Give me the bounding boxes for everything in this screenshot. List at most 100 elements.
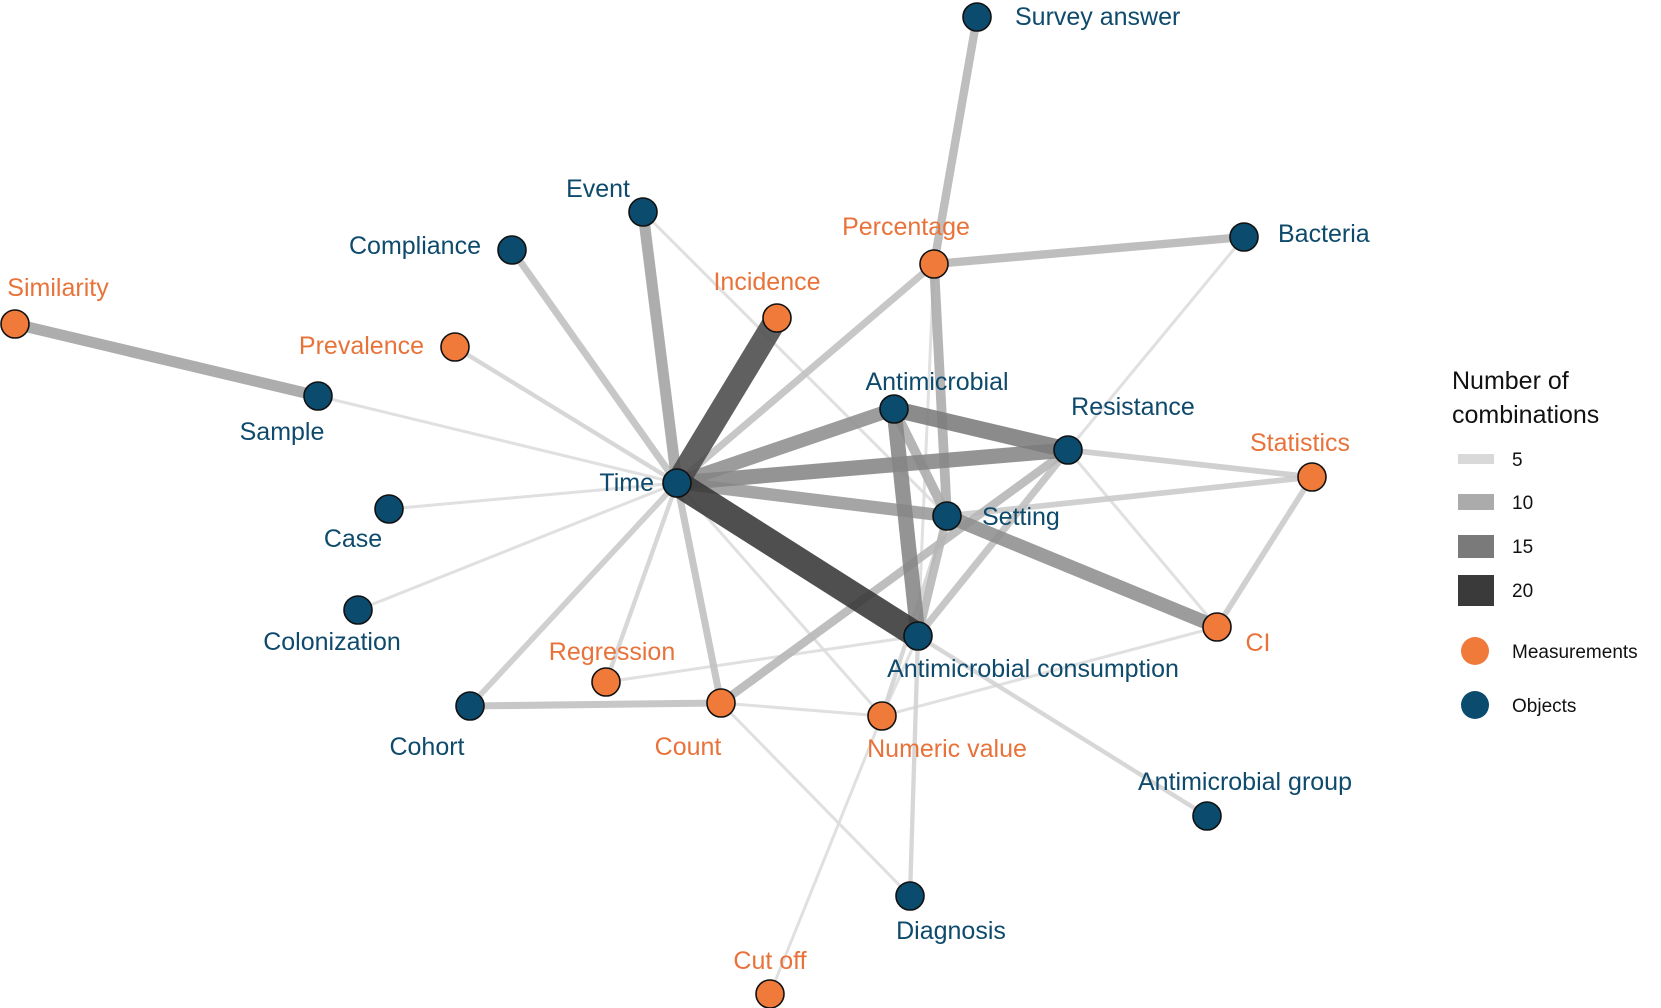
node-similarity — [0, 309, 30, 339]
edge-antimicrobial_consumption-diagnosis — [907, 635, 921, 897]
node-time — [662, 468, 692, 498]
legend-measurements-dot — [1461, 637, 1489, 665]
node-ci — [1202, 612, 1232, 642]
legend-objects-dot — [1461, 691, 1489, 719]
node-label-prevalence: Prevalence — [299, 332, 424, 360]
node-numeric_value — [867, 701, 897, 731]
edge-time-resistance — [676, 442, 1069, 491]
edge-time-count — [673, 482, 725, 704]
node-cut_off — [755, 979, 785, 1008]
legend-title-line1: Number of — [1452, 367, 1569, 395]
legend-measurements-label: Measurements — [1512, 642, 1638, 663]
node-regression — [591, 667, 621, 697]
node-label-compliance: Compliance — [349, 232, 481, 260]
legend-weight-swatch-20 — [1458, 575, 1494, 606]
edge-percentage-time — [674, 261, 937, 486]
node-antimicrobial_group — [1192, 801, 1222, 831]
edge-resistance-statistics — [1067, 447, 1313, 480]
edge-time-incidence — [667, 311, 787, 490]
edge-bacteria-resistance — [1066, 236, 1246, 451]
node-label-regression: Regression — [549, 638, 675, 666]
node-prevalence — [440, 332, 470, 362]
node-bacteria — [1229, 222, 1259, 252]
legend-weight-label-20: 20 — [1512, 581, 1533, 602]
node-label-colonization: Colonization — [263, 628, 401, 656]
edge-numeric_value-ci — [881, 625, 1218, 718]
node-event — [628, 197, 658, 227]
node-setting — [932, 501, 962, 531]
node-label-incidence: Incidence — [713, 268, 820, 296]
legend: Number of combinations 5 10 15 20 Measur… — [1452, 367, 1638, 719]
node-cohort — [455, 691, 485, 721]
edge-colonization-time — [357, 481, 678, 612]
edge-count-numeric_value — [720, 701, 883, 718]
edge-percentage-bacteria — [933, 232, 1245, 269]
edge-percentage-antimicrobial_consumption — [916, 263, 936, 637]
edge-count-diagnosis — [719, 701, 912, 898]
node-sample — [303, 381, 333, 411]
edge-resistance-count — [718, 446, 1071, 707]
node-label-event: Event — [566, 175, 630, 203]
edge-time-antimicrobial — [674, 402, 897, 490]
edge-setting-ci — [944, 509, 1220, 634]
node-label-bacteria: Bacteria — [1278, 220, 1370, 248]
node-label-diagnosis: Diagnosis — [896, 917, 1006, 945]
edge-antimicrobial-resistance — [892, 400, 1070, 459]
edge-setting-statistics — [946, 474, 1313, 519]
edge-statistics-ci — [1214, 475, 1315, 629]
nodes-layer — [0, 2, 1327, 1008]
edges-layer — [13, 16, 1315, 995]
edge-cohort-count — [469, 699, 722, 710]
node-diagnosis — [895, 881, 925, 911]
node-statistics — [1297, 462, 1327, 492]
legend-weight-swatch-15 — [1458, 535, 1494, 558]
node-label-antimicrobial_group: Antimicrobial group — [1138, 768, 1352, 796]
edge-prevalence-time — [453, 345, 679, 485]
legend-title-line2: combinations — [1452, 401, 1599, 429]
node-label-sample: Sample — [240, 418, 325, 446]
legend-weight-swatch-5 — [1458, 454, 1494, 464]
node-colonization — [343, 595, 373, 625]
node-antimicrobial — [879, 394, 909, 424]
edge-antimicrobial_consumption-antimicrobial_group — [916, 634, 1209, 818]
edge-time-antimicrobial_consumption — [670, 472, 925, 647]
edge-resistance-ci — [1066, 449, 1219, 628]
node-survey_answer — [962, 2, 992, 32]
legend-weight-label-5: 5 — [1512, 450, 1523, 471]
edge-case-time — [388, 481, 678, 511]
edge-regression-antimicrobial_consumption — [605, 634, 919, 684]
node-label-cohort: Cohort — [389, 733, 464, 761]
node-label-time: Time — [599, 469, 654, 497]
node-label-antimicrobial_consumption: Antimicrobial consumption — [887, 655, 1179, 683]
node-case — [374, 494, 404, 524]
node-label-antimicrobial: Antimicrobial — [865, 368, 1008, 396]
node-percentage — [919, 249, 949, 279]
legend-weight-label-10: 10 — [1512, 493, 1533, 514]
node-antimicrobial_consumption — [903, 621, 933, 651]
legend-weight-label-15: 15 — [1512, 537, 1533, 558]
legend-objects-label: Objects — [1512, 696, 1576, 717]
edge-sample-time — [317, 394, 678, 485]
edge-cohort-time — [467, 481, 680, 708]
edge-antimicrobial-antimicrobial_consumption — [886, 408, 926, 637]
edge-time-regression — [603, 482, 680, 683]
edge-time-event — [637, 211, 683, 484]
node-label-setting: Setting — [982, 503, 1060, 531]
edge-survey_answer-percentage — [929, 16, 982, 265]
node-label-numeric_value: Numeric value — [867, 735, 1027, 763]
edge-similarity-sample — [13, 318, 320, 402]
node-count — [706, 688, 736, 718]
node-label-percentage: Percentage — [842, 213, 970, 241]
node-label-count: Count — [655, 733, 722, 761]
edge-compliance-time — [509, 247, 680, 486]
node-compliance — [497, 235, 527, 265]
edge-time-numeric_value — [675, 482, 884, 717]
node-label-resistance: Resistance — [1071, 393, 1195, 421]
node-label-case: Case — [324, 525, 382, 553]
node-label-ci: CI — [1246, 629, 1271, 657]
legend-weight-swatch-10 — [1458, 494, 1494, 510]
edge-percentage-setting — [929, 263, 952, 517]
edge-resistance-antimicrobial_consumption — [915, 447, 1071, 639]
